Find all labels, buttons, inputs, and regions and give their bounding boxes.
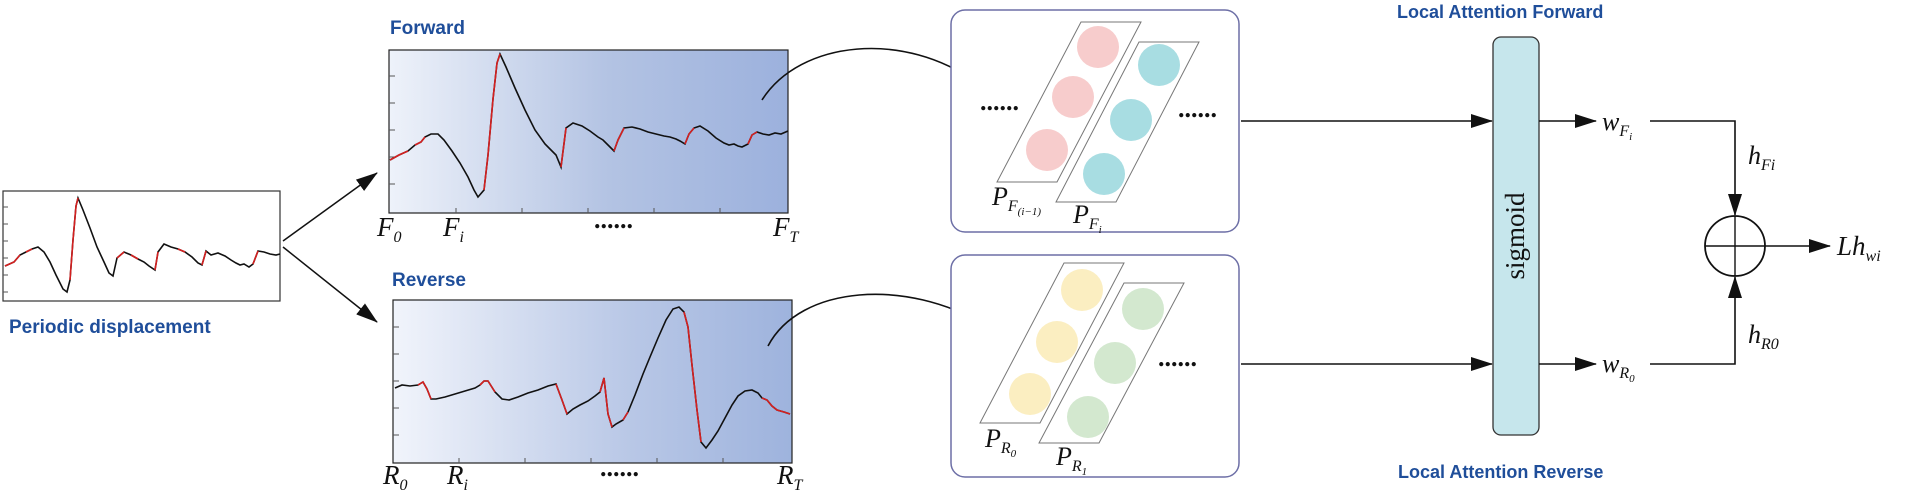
green-node xyxy=(1094,342,1136,384)
p-f-prev-label: PF(i−1) xyxy=(991,182,1041,218)
reverse-r1-slot xyxy=(1038,282,1185,444)
forward-y-ticks xyxy=(389,75,395,185)
pink-node xyxy=(1026,129,1068,171)
y-ticks xyxy=(3,206,8,293)
curved-arrow-icon xyxy=(761,47,978,101)
local-attention-forward-label: Local Attention Forward xyxy=(1397,2,1603,22)
yellow-node xyxy=(1061,269,1103,311)
cyan-node xyxy=(1110,99,1152,141)
forward-label: Forward xyxy=(390,18,465,39)
fi-label: Fi xyxy=(442,212,464,246)
forward-red-segments xyxy=(389,53,758,191)
ri-label: Ri xyxy=(446,460,468,494)
forward-current-slot xyxy=(1055,41,1200,203)
panel-frame xyxy=(2,190,281,302)
forward-prev-slot xyxy=(996,21,1142,183)
cyan-node xyxy=(1083,153,1125,195)
forward-panel: Forward F0 Fi ...... FT xyxy=(376,18,800,246)
forward-box-ellipsis-left: ...... xyxy=(980,87,1019,116)
reverse-red-segments xyxy=(417,311,791,443)
forward-attention-box: ...... ...... PF(i−1) PFi xyxy=(950,9,1240,236)
reverse-box-ellipsis: ...... xyxy=(1158,343,1197,372)
forward-frame xyxy=(388,49,789,214)
rt-label: RT xyxy=(776,460,804,494)
reverse-label: Reverse xyxy=(392,270,466,291)
r0-label: R0 xyxy=(382,460,408,494)
reverse-r0-slot xyxy=(979,262,1125,424)
hf-path-arrow xyxy=(1650,120,1742,216)
lh-wi-label: Lhwi xyxy=(1836,231,1881,265)
p-fi-label: PFi xyxy=(1072,200,1102,236)
p-r0-label: PR0 xyxy=(984,424,1017,460)
pink-node xyxy=(1077,26,1119,68)
forward-x-ticks xyxy=(455,208,721,213)
reverse-frame xyxy=(392,299,793,464)
reverse-y-ticks xyxy=(393,326,399,436)
periodic-red-segments xyxy=(4,197,259,281)
ft-label: FT xyxy=(772,212,800,246)
arrow-icon xyxy=(282,246,378,323)
forward-axis-labels: F0 Fi ...... FT xyxy=(376,205,800,246)
sigmoid-label: sigmoid xyxy=(1500,192,1530,280)
forward-signal xyxy=(389,51,789,199)
forward-ellipsis: ...... xyxy=(594,205,633,234)
periodic-displacement-panel: Periodic displacement xyxy=(2,190,281,338)
reverse-attention-box: ...... PR0 PR1 xyxy=(950,254,1240,478)
green-node xyxy=(1122,288,1164,330)
periodic-displacement-label: Periodic displacement xyxy=(9,317,211,338)
forward-box-ellipsis-right: ...... xyxy=(1178,94,1217,123)
reverse-axis-labels: R0 Ri ...... RT xyxy=(382,453,804,494)
sigmoid-block xyxy=(1492,36,1540,436)
w-fi-label: wFi xyxy=(1602,107,1632,143)
p-r1-label: PR1 xyxy=(1055,442,1087,478)
periodic-signal xyxy=(4,195,281,294)
h-r0-label: hR0 xyxy=(1748,320,1779,353)
w-r0-label: wR0 xyxy=(1602,349,1635,385)
hr-path-arrow xyxy=(1650,276,1742,365)
reverse-ellipsis: ...... xyxy=(600,453,639,482)
reverse-x-ticks xyxy=(458,458,724,463)
arrow-icon xyxy=(282,172,378,242)
yellow-node xyxy=(1009,373,1051,415)
f0-label: F0 xyxy=(376,212,402,246)
circle-plus-icon xyxy=(1704,215,1766,277)
h-fi-label: hFi xyxy=(1748,141,1775,174)
local-attention-reverse-label: Local Attention Reverse xyxy=(1398,462,1603,482)
green-node xyxy=(1067,396,1109,438)
pink-node xyxy=(1052,76,1094,118)
reverse-panel: Reverse R0 Ri ...... RT xyxy=(382,270,804,494)
yellow-node xyxy=(1036,321,1078,363)
cyan-node xyxy=(1138,44,1180,86)
